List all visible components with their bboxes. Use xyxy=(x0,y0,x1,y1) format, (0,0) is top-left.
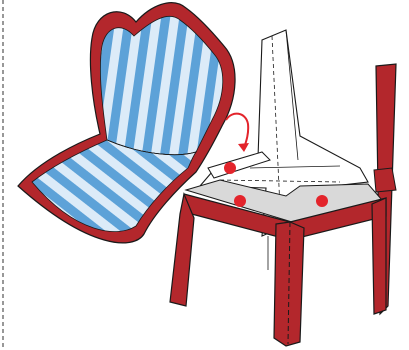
front-corner-leg xyxy=(274,222,304,346)
glue-dot-icon xyxy=(224,162,236,174)
glue-dot-icon xyxy=(316,195,328,207)
front-right-leg xyxy=(372,198,386,314)
front-left-leg xyxy=(170,194,194,306)
glue-dot-icon xyxy=(234,195,246,207)
back-right-leg-top xyxy=(374,168,396,192)
curved-arrow-icon xyxy=(226,114,249,152)
